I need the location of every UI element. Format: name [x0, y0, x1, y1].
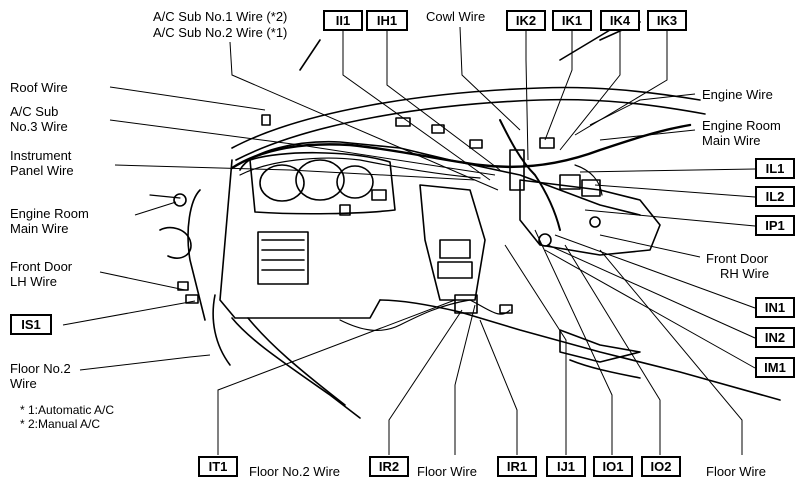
connector-IJ1: IJ1 — [546, 456, 586, 477]
ac-sub-no1-wire-label: A/C Sub No.1 Wire (*2) — [153, 9, 288, 24]
front-door-rh-wire-label-line2: RH Wire — [720, 266, 770, 281]
connector-IK1: IK1 — [552, 10, 592, 31]
connector-IK3: IK3 — [647, 10, 687, 31]
floor-no2-wire-left-label-line1: Floor No.2 — [10, 361, 71, 376]
ac-sub-no2-wire-label: A/C Sub No.2 Wire (*1) — [153, 25, 288, 40]
connector-IN1: IN1 — [755, 297, 795, 318]
connector-IK2: IK2 — [506, 10, 546, 31]
connector-II1: II1 — [323, 10, 363, 31]
ac-sub-no3-wire-label-line2: No.3 Wire — [10, 119, 68, 134]
engine-room-main-wire-right-label-line1: Engine Room — [702, 118, 781, 133]
connector-IR1: IR1 — [497, 456, 537, 477]
floor-wire-mid-label: Floor Wire — [417, 464, 477, 479]
connector-IR2: IR2 — [369, 456, 409, 477]
dashboard-illustration — [149, 21, 781, 419]
floor-wire-right-label: Floor Wire — [706, 464, 766, 479]
footnote-2: * 2:Manual A/C — [20, 417, 101, 431]
front-door-lh-wire-label-line2: LH Wire — [10, 274, 57, 289]
footnotes: * 1:Automatic A/C * 2:Manual A/C — [20, 403, 114, 431]
connector-IN2: IN2 — [755, 327, 795, 348]
instrument-panel-wire-label-line2: Panel Wire — [10, 163, 74, 178]
front-door-lh-wire-label-line1: Front Door — [10, 259, 73, 274]
instrument-panel-wire-label-line1: Instrument — [10, 148, 72, 163]
connector-IL2: IL2 — [755, 186, 795, 207]
connector-IH1: IH1 — [366, 10, 408, 31]
floor-no2-wire-bottom-label: Floor No.2 Wire — [249, 464, 341, 479]
engine-wire-label: Engine Wire — [702, 87, 773, 102]
cowl-wire-label: Cowl Wire — [426, 9, 486, 24]
engine-room-main-wire-left-label-line1: Engine Room — [10, 206, 89, 221]
connector-IM1: IM1 — [755, 357, 795, 378]
connector-IO1: IO1 — [593, 456, 633, 477]
connector-IP1: IP1 — [755, 215, 795, 236]
roof-wire-label: Roof Wire — [10, 80, 68, 95]
front-door-rh-wire-label-line1: Front Door — [706, 251, 769, 266]
floor-no2-wire-left-label-line2: Wire — [10, 376, 37, 391]
leader-lines — [62, 26, 756, 455]
connector-IL1: IL1 — [755, 158, 795, 179]
footnote-1: * 1:Automatic A/C — [20, 403, 115, 417]
connector-IO2: IO2 — [641, 456, 681, 477]
connector-IT1: IT1 — [198, 456, 238, 477]
engine-room-main-wire-right-label-line2: Main Wire — [702, 133, 761, 148]
ac-sub-no3-wire-label-line1: A/C Sub — [10, 104, 59, 119]
connector-IS1: IS1 — [10, 314, 52, 335]
connector-IK4: IK4 — [600, 10, 640, 31]
engine-room-main-wire-left-label-line2: Main Wire — [10, 221, 69, 236]
